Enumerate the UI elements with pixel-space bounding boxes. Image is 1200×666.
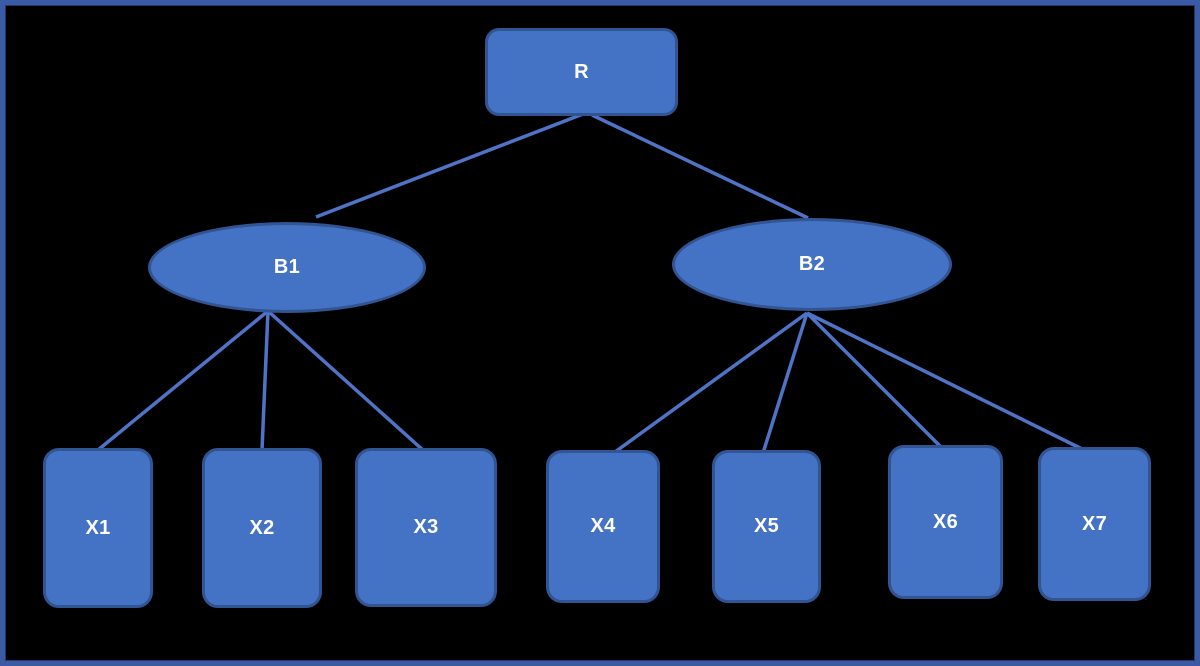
node-label: B2 <box>798 253 826 275</box>
node-branch-B1: B1 <box>148 222 426 313</box>
node-leaf-X4: X4 <box>546 450 660 603</box>
connector-lines <box>96 112 1083 454</box>
node-leaf-X7: X7 <box>1038 447 1151 601</box>
node-label: X5 <box>753 515 780 537</box>
edge-B2-X4 <box>613 311 809 454</box>
node-leaf-X1: X1 <box>43 448 153 608</box>
node-label: X7 <box>1081 512 1108 535</box>
diagram-stage: R B1 B2 X1 X2 X3 X4 X5 X6 X7 <box>5 5 1195 661</box>
edge-B2-X6 <box>805 311 944 450</box>
node-label: X3 <box>413 516 439 538</box>
node-label: X4 <box>590 515 616 537</box>
node-label: X2 <box>249 516 275 539</box>
node-root-R: R <box>485 28 678 116</box>
edge-B1-X3 <box>266 309 426 453</box>
edge-B2-X5 <box>761 312 809 454</box>
edge-R-B2 <box>591 113 809 220</box>
node-branch-B2: B2 <box>672 218 952 311</box>
node-label: X1 <box>85 516 111 539</box>
node-leaf-X5: X5 <box>712 450 821 603</box>
node-leaf-X6: X6 <box>888 445 1003 599</box>
edge-B1-X1 <box>96 309 270 452</box>
node-label: R <box>574 60 589 83</box>
node-label: B1 <box>273 256 301 278</box>
edge-R-B1 <box>315 112 584 219</box>
node-leaf-X3: X3 <box>355 448 497 607</box>
node-leaf-X2: X2 <box>202 448 322 608</box>
node-label: X6 <box>932 510 959 533</box>
edge-B1-X2 <box>260 310 270 451</box>
edge-B2-X7 <box>806 311 1083 451</box>
